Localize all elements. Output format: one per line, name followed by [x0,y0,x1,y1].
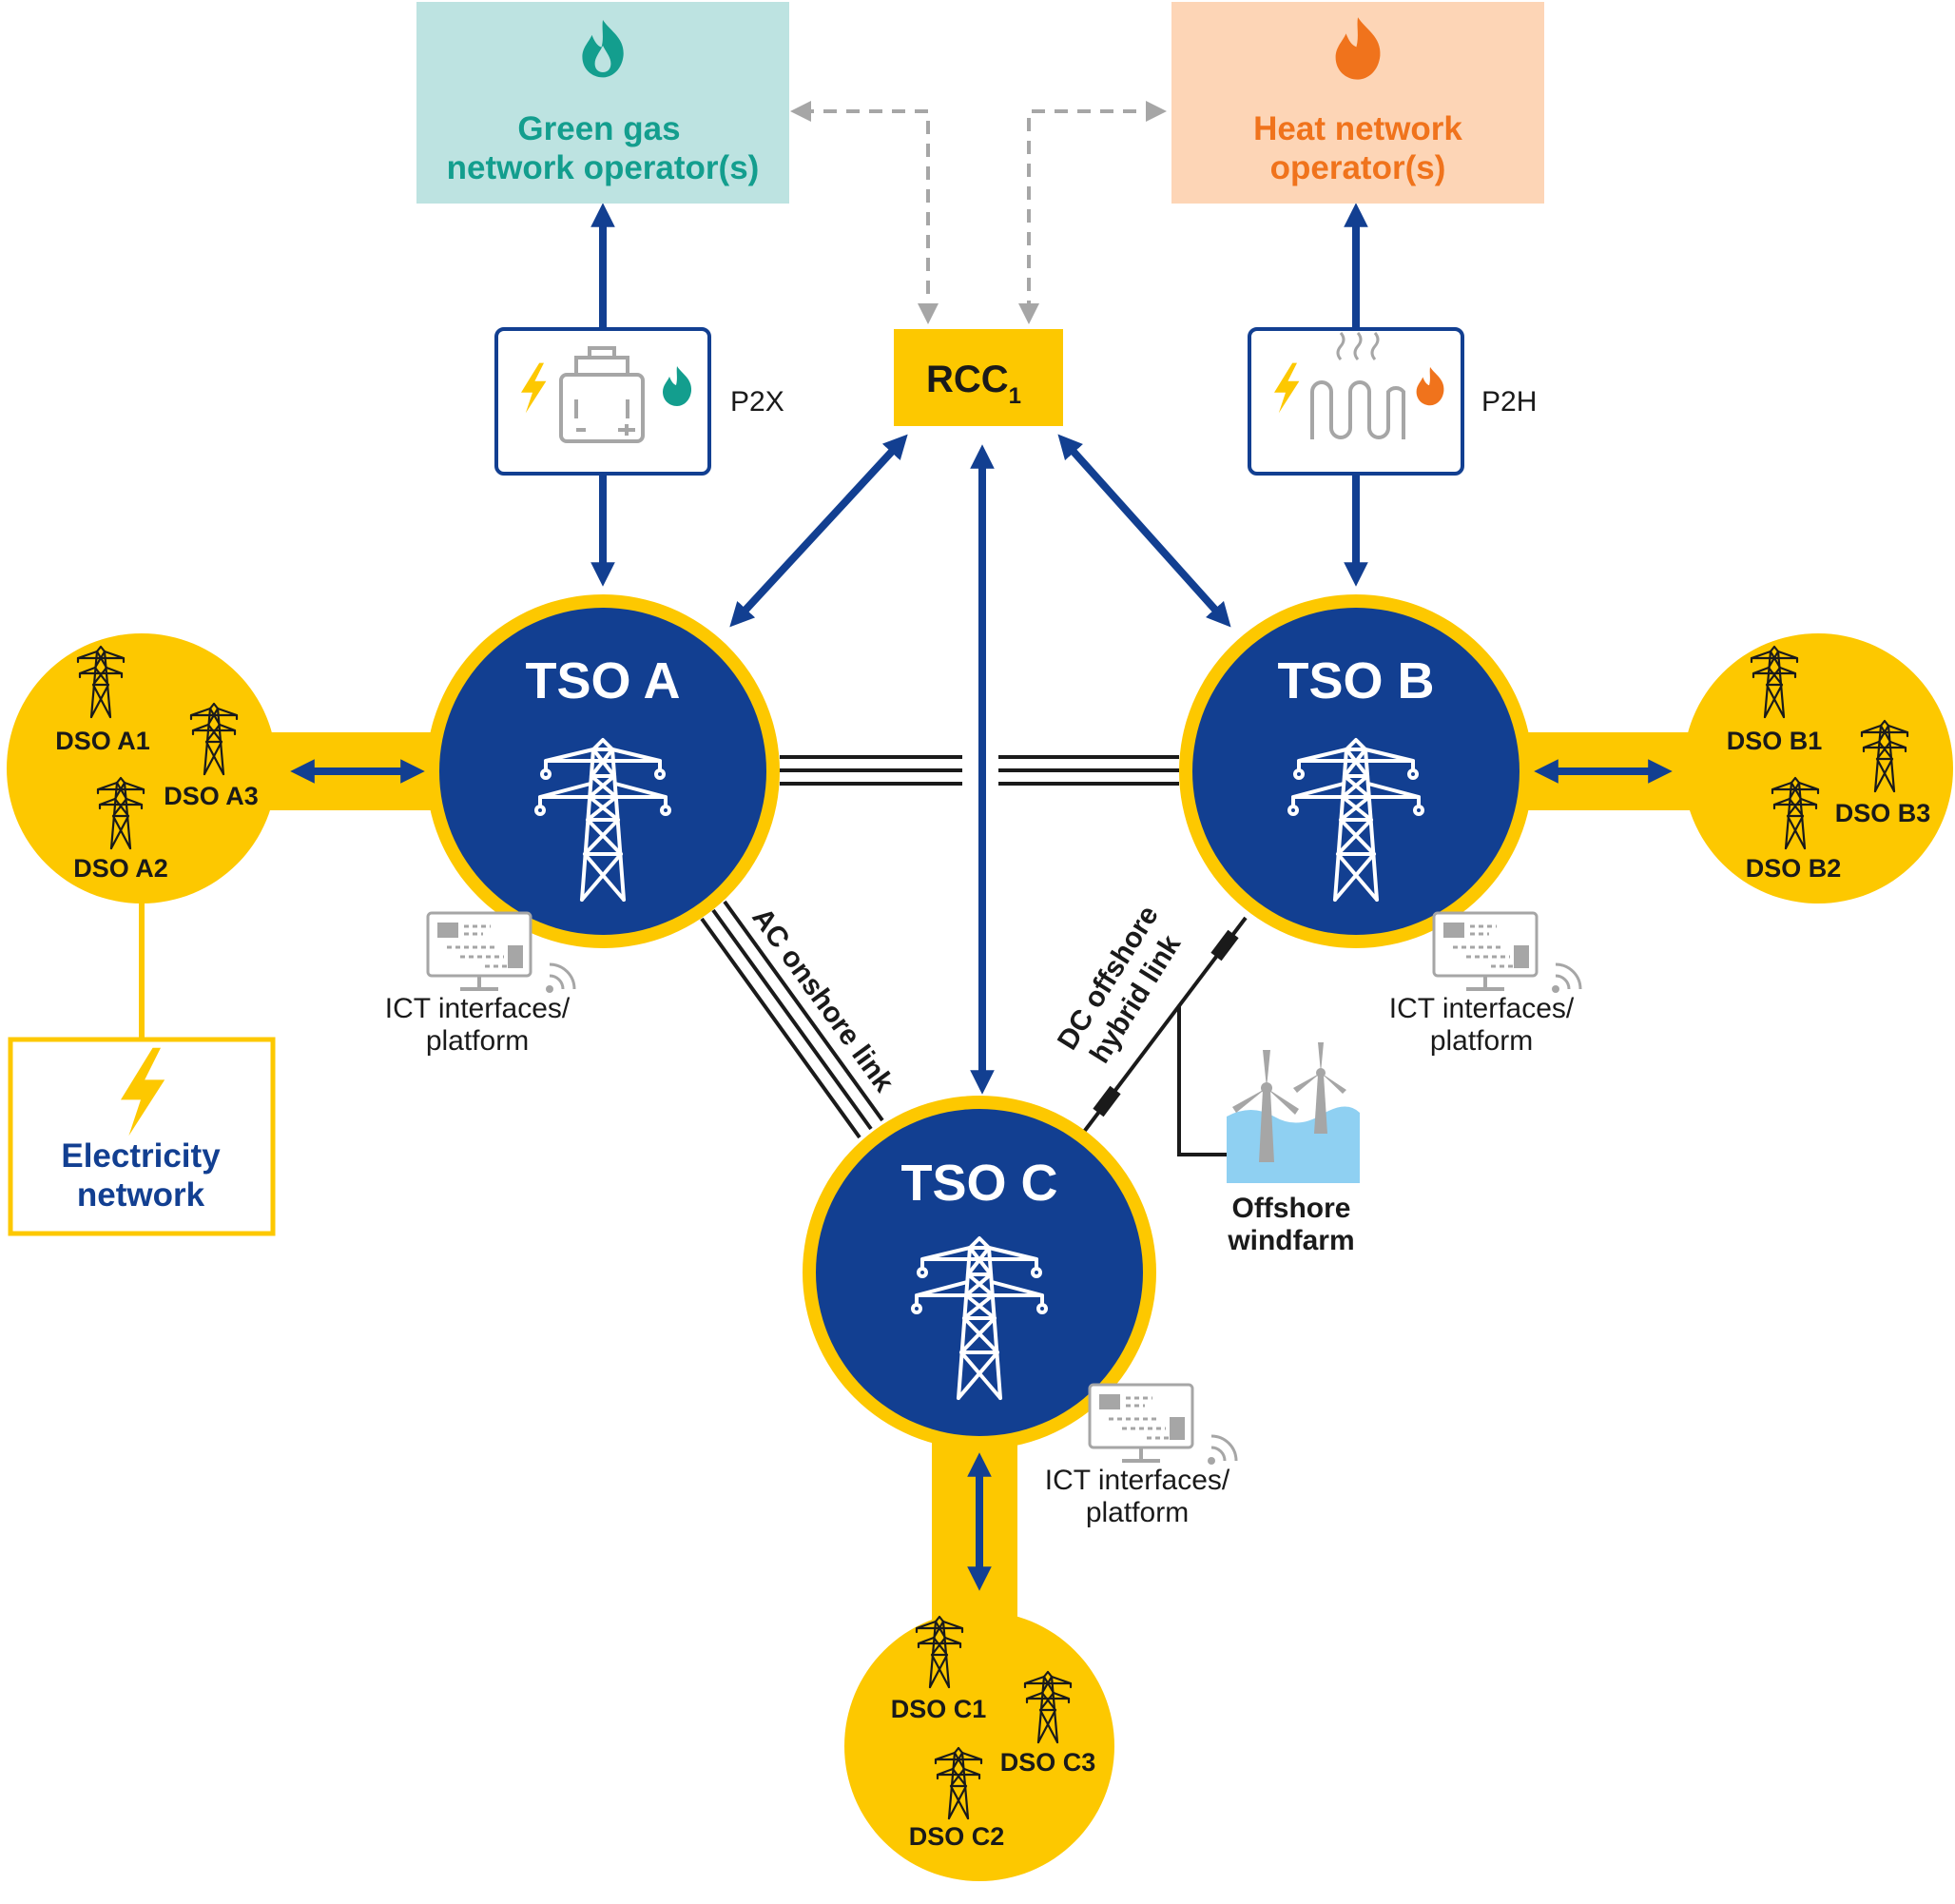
ict-label-line2: platform [1430,1025,1533,1057]
tso-b-node: TSO B [1179,594,1533,948]
dso-a2-label: DSO A2 [73,854,168,883]
svg-text:RCC1: RCC1 [926,359,1021,409]
dso-c3-label: DSO C3 [1000,1748,1096,1777]
dso-cluster-c: DSO C1 DSO C3 DSO C2 [844,1611,1114,1881]
ac-onshore-link [700,900,884,1139]
electricity-network-line1: Electricity [61,1137,221,1175]
wind-turbine-icon [1232,1050,1299,1162]
p2h-label: P2H [1481,386,1537,418]
p2x-label: P2X [730,386,784,418]
dso-a3-label: DSO A3 [164,782,259,810]
tso-a-node: TSO A [426,594,780,948]
ict-label-line1: ICT interfaces/ [1389,993,1575,1024]
dc-offshore-hybrid-link [1082,916,1248,1156]
green-gas-operator-title-line2: network operator(s) [447,149,760,186]
heating-coil-icon [1310,332,1405,439]
ict-interface-b: ICT interfaces/ platform [1389,911,1582,1057]
green-gas-operator-title-line1: Green gas [517,110,680,147]
wind-turbine-icon [1293,1042,1346,1134]
heat-operator-title-line1: Heat network [1253,110,1462,147]
tso-c-label: TSO C [900,1155,1057,1212]
windfarm-label-line1: Offshore [1231,1193,1350,1224]
ict-label-line2: platform [426,1025,529,1057]
electricity-network-line2: network [77,1176,205,1214]
dso-c1-label: DSO C1 [891,1695,987,1723]
dso-b2-label: DSO B2 [1746,854,1842,883]
ict-interface-c: ICT interfaces/ platform [1045,1383,1238,1528]
p2x-converter: P2X [494,327,784,476]
ict-label-line1: ICT interfaces/ [1045,1465,1230,1496]
navy-arrows [290,203,1673,1591]
windfarm-label-line2: windfarm [1227,1225,1354,1256]
tso-b-label: TSO B [1277,652,1434,709]
sea-icon [1227,1106,1360,1183]
dso-b1-label: DSO B1 [1727,727,1823,755]
electricity-network-box: Electricity network [8,1037,276,1236]
heat-network-operator-box: Heat network operator(s) [1171,2,1544,204]
green-gas-operator-box: Green gas network operator(s) [416,2,789,204]
dso-cluster-b: DSO B1 DSO B3 DSO B2 [1683,633,1953,903]
computer-terminal-icon [1088,1383,1238,1467]
dso-c2-label: DSO C2 [909,1822,1005,1851]
battery-icon [559,346,645,443]
dso-b3-label: DSO B3 [1835,799,1931,827]
ac-onshore-link-label: AC onshore link [745,903,900,1098]
dso-a1-label: DSO A1 [55,727,150,755]
tso-a-label: TSO A [525,652,680,709]
rcc-subscript: 1 [1009,383,1021,409]
computer-terminal-icon [1432,911,1582,995]
heat-operator-title-line2: operator(s) [1270,149,1446,186]
tso-a-b-ac-link [780,755,1179,786]
rcc-label: RCC [926,359,1009,400]
tso-c-node: TSO C [803,1096,1156,1449]
dso-cluster-a: DSO A1 DSO A3 DSO A2 [7,633,277,903]
ict-interface-a: ICT interfaces/ platform [385,911,576,1057]
ict-label-line2: platform [1086,1497,1189,1528]
rcc-operator-dashed-links [790,101,1167,324]
ict-label-line1: ICT interfaces/ [385,993,571,1024]
offshore-windfarm: Offshore windfarm [1227,1042,1360,1256]
rcc-box: RCC1 [894,329,1063,426]
p2h-converter: P2H [1248,327,1537,476]
